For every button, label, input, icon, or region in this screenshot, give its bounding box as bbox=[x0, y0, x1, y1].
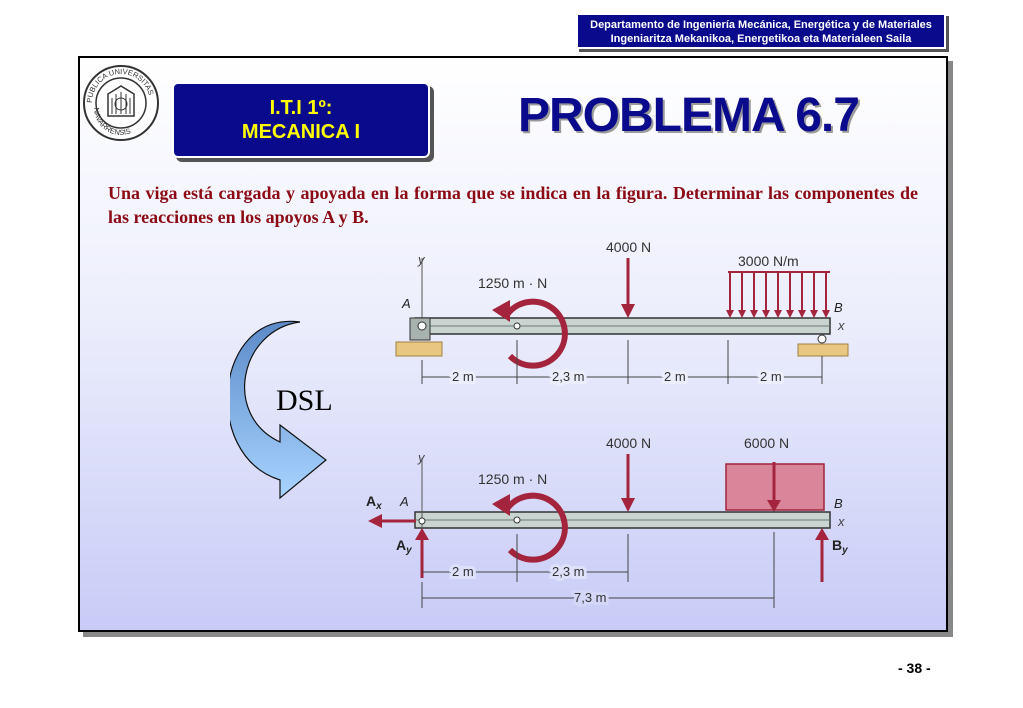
reaction-by-arrow bbox=[815, 528, 829, 582]
course-badge: I.T.I 1º: MECANICA I bbox=[172, 82, 430, 158]
point-load-arrow bbox=[621, 258, 635, 318]
beam-figure-free-body: 6000 N y x A B 1250 m · N 4000 N Ax Ay B… bbox=[366, 435, 848, 608]
course-line-1: I.T.I 1º: bbox=[269, 97, 333, 119]
dim-label-1: 2 m bbox=[452, 564, 474, 579]
dim-label-1: 2 m bbox=[452, 369, 474, 384]
reaction-by-label: By bbox=[832, 537, 848, 556]
dim-label-4: 2 m bbox=[760, 369, 782, 384]
department-line-2: Ingeniaritza Mekanikoa, Energetikoa eta … bbox=[610, 33, 912, 45]
x-axis-label: x bbox=[837, 514, 845, 529]
dsl-label: DSL bbox=[276, 384, 333, 417]
dim-label-2: 2,3 m bbox=[552, 564, 585, 579]
point-b-label: B bbox=[834, 496, 843, 511]
point-a-label: A bbox=[401, 296, 411, 311]
roller-support-b bbox=[797, 334, 849, 357]
point-a-label: A bbox=[399, 494, 409, 509]
distributed-load bbox=[726, 271, 830, 318]
point-load-label: 4000 N bbox=[606, 239, 651, 255]
dim-label-2: 2,3 m bbox=[552, 369, 585, 384]
course-line-2: MECANICA I bbox=[241, 121, 361, 143]
x-axis-label: x bbox=[837, 318, 845, 333]
pin-support-a bbox=[395, 317, 443, 357]
university-seal-logo: PUBLICA UNIVERSITAS NAVARRENSIS bbox=[83, 65, 159, 141]
moment-arrow bbox=[492, 492, 568, 563]
point-b-label: B bbox=[834, 300, 843, 315]
dim-label-total: 7,3 m bbox=[574, 590, 607, 605]
point-load-arrow bbox=[621, 454, 635, 512]
beam-figure-loaded: y x A B 1250 m · N 4000 N bbox=[395, 239, 849, 387]
page-number: - 38 - bbox=[898, 660, 931, 676]
page-title: PROBLEMA 6.7 bbox=[518, 89, 860, 142]
point-load-label: 4000 N bbox=[606, 435, 651, 451]
reaction-ax-arrow bbox=[368, 514, 416, 528]
resultant-load-label: 6000 N bbox=[744, 435, 789, 451]
y-axis-label: y bbox=[417, 252, 426, 267]
moment-label: 1250 m · N bbox=[478, 471, 547, 487]
moment-label: 1250 m · N bbox=[478, 275, 547, 291]
reaction-ay-label: Ay bbox=[396, 537, 412, 556]
reaction-ay-arrow bbox=[415, 528, 429, 578]
curved-arrow-icon bbox=[230, 320, 327, 500]
distributed-load-label: 3000 N/m bbox=[738, 253, 799, 269]
dim-label-3: 2 m bbox=[664, 369, 686, 384]
problem-statement: Una viga está cargada y apoyada en la fo… bbox=[108, 183, 918, 227]
reaction-ax-label: Ax bbox=[366, 493, 382, 512]
department-line-1: Departamento de Ingeniería Mecánica, Ene… bbox=[590, 19, 932, 31]
department-header: Departamento de Ingeniería Mecánica, Ene… bbox=[576, 13, 946, 49]
y-axis-label: y bbox=[417, 450, 426, 465]
moment-arrow bbox=[492, 298, 568, 369]
